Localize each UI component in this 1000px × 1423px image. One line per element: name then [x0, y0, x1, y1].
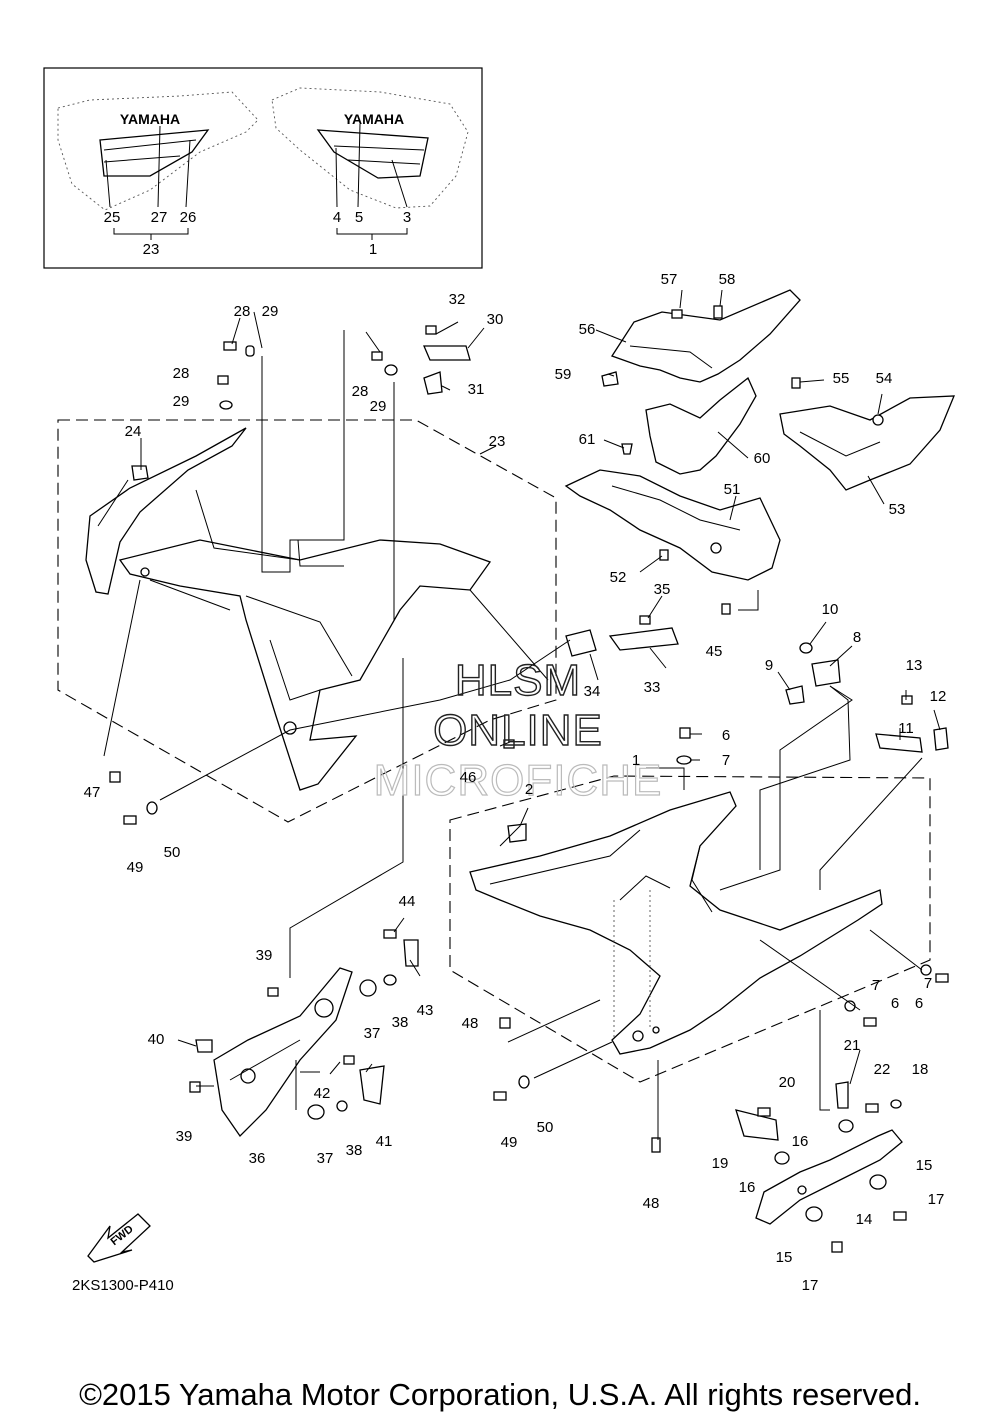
- callout-49-a: 49: [127, 859, 144, 876]
- callout-43: 43: [417, 1002, 434, 1019]
- decal-inset: YAMAHA YAMAHA: [43, 67, 483, 269]
- callout-39-b: 39: [176, 1128, 193, 1145]
- callout-61: 61: [579, 431, 596, 448]
- lower-brackets: [755, 1129, 903, 1225]
- callout-44: 44: [399, 893, 416, 910]
- callout-3: 3: [403, 209, 411, 226]
- callout-6-c: 6: [915, 995, 923, 1012]
- callout-17-a: 17: [928, 1191, 945, 1208]
- callout-59: 59: [555, 366, 572, 383]
- callout-6-b: 6: [891, 995, 899, 1012]
- callout-38-a: 38: [392, 1014, 409, 1031]
- copyright-notice: ©2015 Yamaha Motor Corporation, U.S.A. A…: [79, 1377, 921, 1412]
- callout-8: 8: [853, 629, 861, 646]
- callout-4: 4: [333, 209, 341, 226]
- callout-19: 19: [712, 1155, 729, 1172]
- callout-50-b: 50: [537, 1119, 554, 1136]
- callout-56: 56: [579, 321, 596, 338]
- callout-7-c: 7: [924, 975, 932, 992]
- callout-27: 27: [151, 209, 168, 226]
- callout-29-a: 29: [262, 303, 279, 320]
- callout-38-b: 38: [346, 1142, 363, 1159]
- callout-42: 42: [314, 1085, 331, 1102]
- callout-6-a: 6: [722, 727, 730, 744]
- callout-28-c: 28: [352, 383, 369, 400]
- callout-37-a: 37: [364, 1025, 381, 1042]
- callout-5: 5: [355, 209, 363, 226]
- decal-yamaha-right: YAMAHA: [344, 111, 404, 127]
- callout-57: 57: [661, 271, 678, 288]
- callout-52: 52: [610, 569, 627, 586]
- callout-7-b: 7: [872, 977, 880, 994]
- callout-2: 2: [525, 781, 533, 798]
- callout-7-a: 7: [722, 752, 730, 769]
- callout-37-b: 37: [317, 1150, 334, 1167]
- callout-1-inset: 1: [369, 241, 377, 258]
- side-cover: [213, 967, 353, 1138]
- callout-25: 25: [104, 209, 121, 226]
- callout-13: 13: [906, 657, 923, 674]
- leader-lines: [97, 289, 941, 1140]
- upper-brackets: [564, 289, 955, 581]
- callout-31: 31: [468, 381, 485, 398]
- callout-21: 21: [844, 1037, 861, 1054]
- callout-45: 45: [706, 643, 723, 660]
- callout-46: 46: [460, 769, 477, 786]
- callout-30: 30: [487, 311, 504, 328]
- callout-9: 9: [765, 657, 773, 674]
- watermark-line-2: ONLINE: [433, 706, 603, 755]
- callout-24: 24: [125, 423, 142, 440]
- diagram-code: 2KS1300-P410: [72, 1277, 174, 1294]
- callout-48-a: 48: [462, 1015, 479, 1032]
- right-cowling-assembly: [449, 775, 931, 1083]
- callout-40: 40: [148, 1031, 165, 1048]
- callout-26: 26: [180, 209, 197, 226]
- watermark-line-3: MICROFICHE: [374, 756, 663, 805]
- callout-36: 36: [249, 1150, 266, 1167]
- callout-15-a: 15: [916, 1157, 933, 1174]
- callout-58: 58: [719, 271, 736, 288]
- callout-1: 1: [632, 752, 640, 769]
- callout-28-a: 28: [234, 303, 251, 320]
- callout-20: 20: [779, 1074, 796, 1091]
- fwd-arrow: FWD: [87, 1213, 151, 1263]
- callout-10: 10: [822, 601, 839, 618]
- callout-33: 33: [644, 679, 661, 696]
- fasteners: [109, 305, 949, 1253]
- decal-yamaha-left: YAMAHA: [120, 111, 180, 127]
- callout-17-b: 17: [802, 1277, 819, 1294]
- callout-12: 12: [930, 688, 947, 705]
- callout-29-c: 29: [370, 398, 387, 415]
- callout-15-b: 15: [776, 1249, 793, 1266]
- callout-35: 35: [654, 581, 671, 598]
- watermark-line-1: HLSM: [455, 656, 581, 705]
- callout-48-b: 48: [643, 1195, 660, 1212]
- callout-18: 18: [912, 1061, 929, 1078]
- callouts: 25 27 26 23 4 5 3 1 28 29 28 29 32 30 28…: [84, 209, 947, 1294]
- callout-16-a: 16: [792, 1133, 809, 1150]
- callout-34: 34: [584, 683, 601, 700]
- callout-41: 41: [376, 1133, 393, 1150]
- callout-23-inset: 23: [143, 241, 160, 258]
- callout-49-b: 49: [501, 1134, 518, 1151]
- watermark: HLSM ONLINE MICROFICHE: [373, 655, 663, 805]
- callout-51: 51: [724, 481, 741, 498]
- callout-28-b: 28: [173, 365, 190, 382]
- left-cowling-assembly: [57, 419, 557, 823]
- callout-39-a: 39: [256, 947, 273, 964]
- callout-53: 53: [889, 501, 906, 518]
- callout-54: 54: [876, 370, 893, 387]
- callout-47: 47: [84, 784, 101, 801]
- callout-14: 14: [856, 1211, 873, 1228]
- callout-60: 60: [754, 450, 771, 467]
- callout-16-b: 16: [739, 1179, 756, 1196]
- callout-23: 23: [489, 433, 506, 450]
- callout-29-b: 29: [173, 393, 190, 410]
- callout-11: 11: [898, 720, 914, 737]
- callout-32: 32: [449, 291, 466, 308]
- callout-22: 22: [874, 1061, 891, 1078]
- callout-55: 55: [833, 370, 850, 387]
- callout-50-a: 50: [164, 844, 181, 861]
